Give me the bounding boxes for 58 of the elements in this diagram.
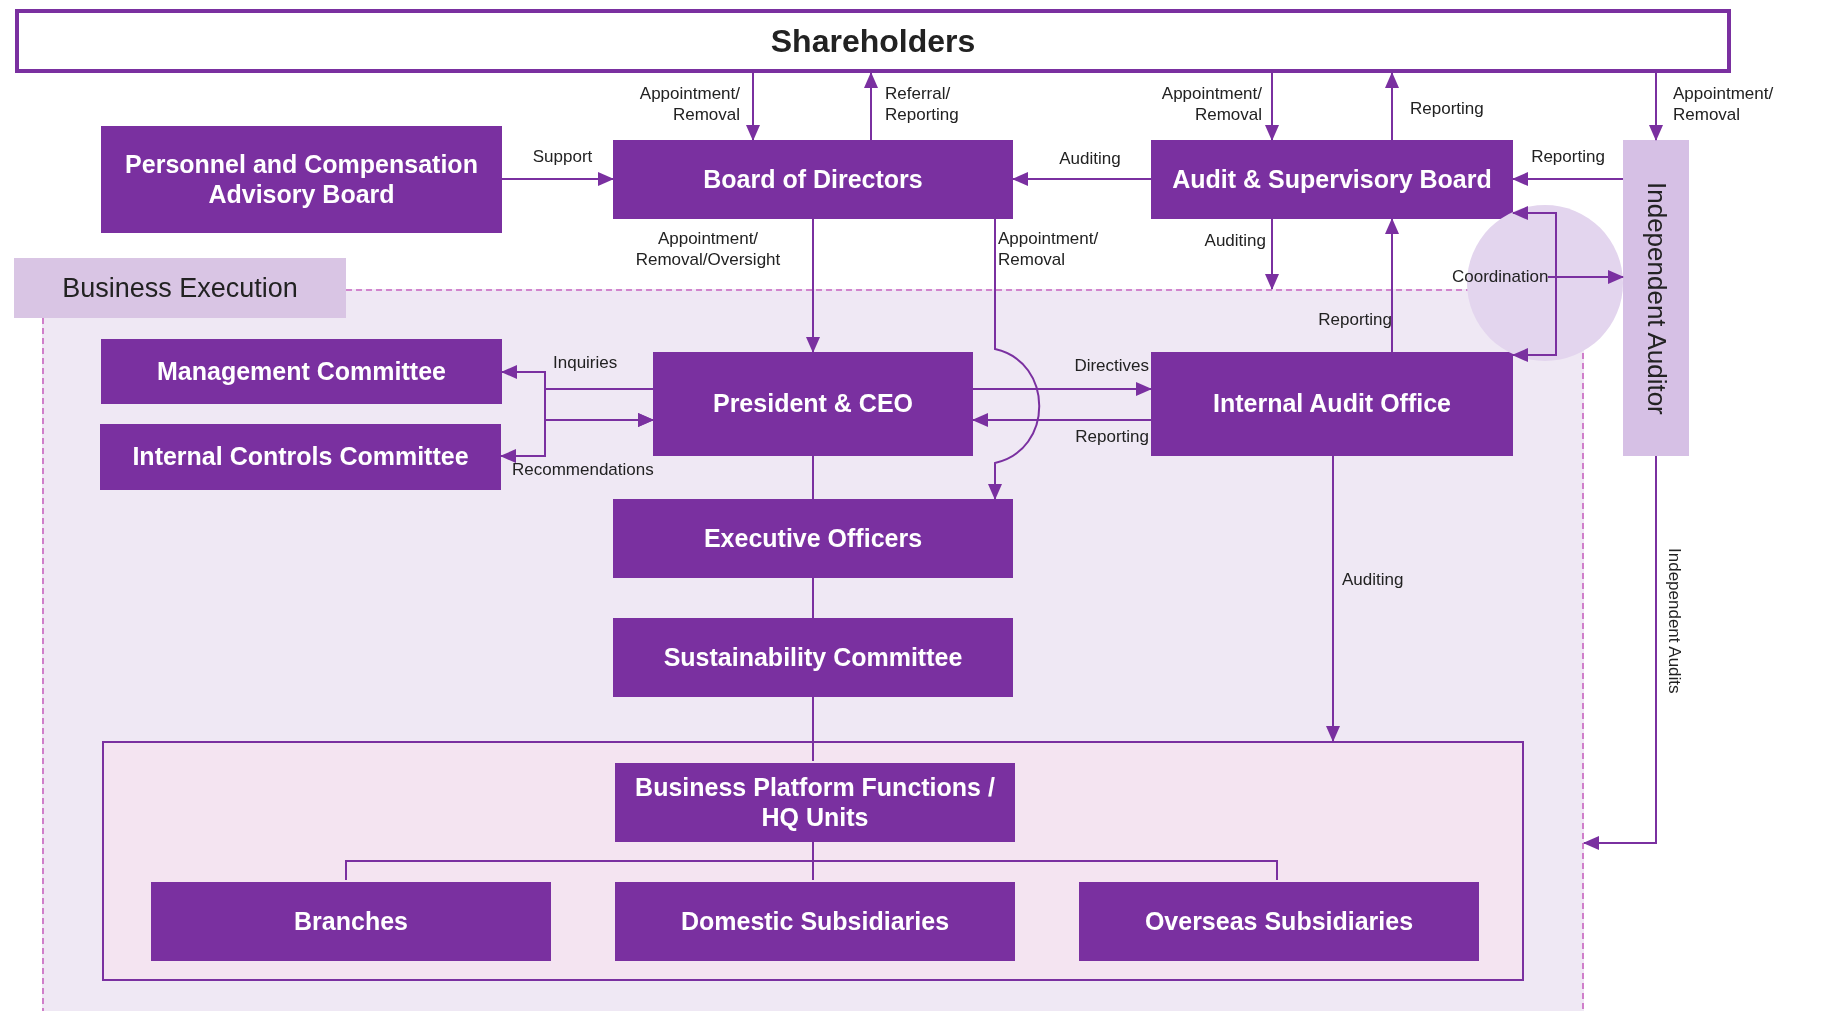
arrow <box>1012 172 1152 186</box>
edge-label: Inquiries <box>553 352 619 374</box>
edge-label: Auditing <box>1342 569 1405 591</box>
edge-label: Recommendations <box>512 459 655 481</box>
edge-label: Directives <box>1073 355 1149 377</box>
process-box: Management Committee <box>101 339 502 404</box>
process-box: Executive Officers <box>613 499 1013 578</box>
arrow <box>1547 270 1624 284</box>
group-box <box>102 741 1524 981</box>
arrow <box>806 218 820 353</box>
edge-label: Auditing <box>1203 230 1266 252</box>
process-box: Audit & Supervisory Board <box>1151 140 1513 219</box>
arrow <box>972 382 1152 396</box>
process-box: President & CEO <box>653 352 973 456</box>
process-box: Internal Audit Office <box>1151 352 1513 456</box>
edge-label: Reporting <box>1317 309 1392 331</box>
coordination-label: Coordination <box>1452 265 1548 289</box>
connector-line <box>812 577 814 619</box>
edge-label: Appointment/ Removal <box>998 228 1100 271</box>
arrow <box>500 388 654 463</box>
edge-label: Reporting <box>1410 98 1485 120</box>
edge-label: Independent Audits <box>1664 548 1686 696</box>
edge-label: Appointment/ Removal/Oversight <box>634 228 782 271</box>
edge-label: Appointment/ Removal <box>638 83 740 126</box>
edge-label: Support <box>531 146 594 168</box>
arrow <box>1326 455 1340 742</box>
process-box: Business Platform Functions / HQ Units <box>615 763 1015 842</box>
connector-line <box>812 455 814 500</box>
arrow <box>864 72 878 141</box>
edge-label: Appointment/ Removal <box>1160 83 1262 126</box>
arrow <box>1512 206 1557 362</box>
arrow <box>1512 172 1624 186</box>
arrow <box>1649 72 1663 141</box>
arrow <box>1265 72 1279 141</box>
arrow <box>988 218 1041 500</box>
header-box: Shareholders <box>15 9 1731 73</box>
arrow <box>501 172 614 186</box>
process-box: Branches <box>151 882 551 961</box>
side-panel-box: Independent Auditor <box>1623 140 1689 456</box>
process-box: Sustainability Committee <box>613 618 1013 697</box>
arrow <box>1385 218 1399 353</box>
process-box: Board of Directors <box>613 140 1013 219</box>
arrow <box>1385 72 1399 141</box>
process-box: Personnel and Compensation Advisory Board <box>101 126 502 233</box>
arrow <box>972 413 1152 427</box>
edge-label: Reporting <box>1530 146 1606 168</box>
arrow <box>1583 455 1657 850</box>
arrow <box>746 72 760 141</box>
arrow <box>1265 218 1279 290</box>
edge-label: Reporting <box>1074 426 1149 448</box>
process-box: Overseas Subsidiaries <box>1079 882 1479 961</box>
edge-label: Auditing <box>1058 148 1122 170</box>
connector-line <box>812 696 814 762</box>
process-box: Internal Controls Committee <box>100 424 501 490</box>
edge-label: Referral/ Reporting <box>885 83 960 126</box>
process-box: Domestic Subsidiaries <box>615 882 1015 961</box>
edge-label: Appointment/ Removal <box>1673 83 1775 126</box>
region-tab-label: Business Execution <box>14 258 346 318</box>
